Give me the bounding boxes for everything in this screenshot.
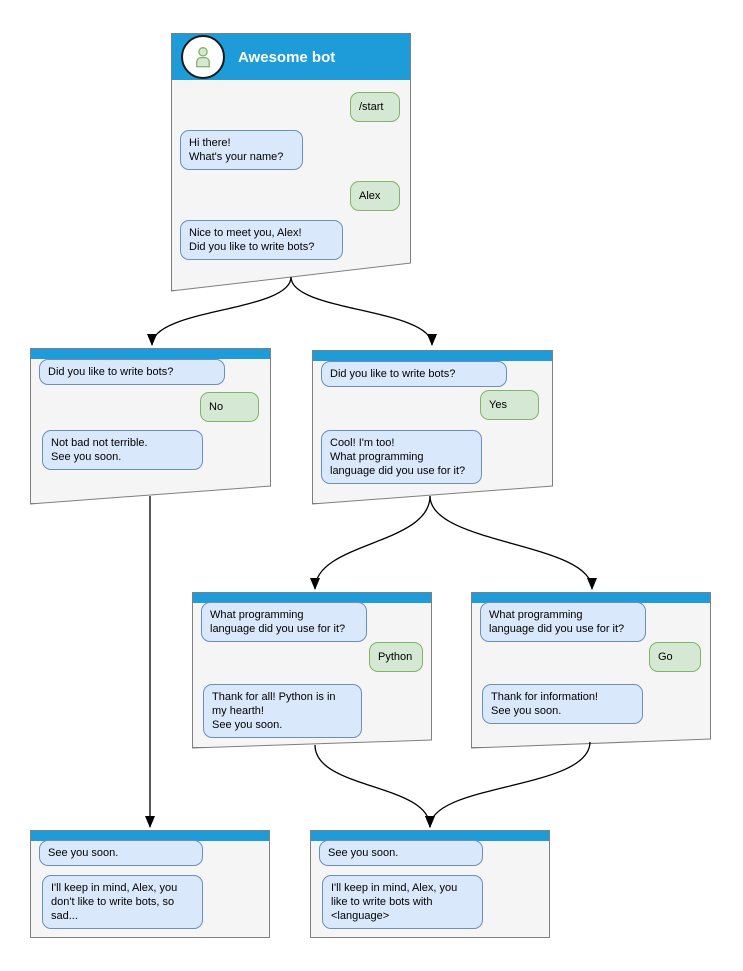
bot-message-question: Did you like to write bots? [39, 359, 225, 386]
chat-window-no-branch: Did you like to write bots? No Not bad n… [30, 348, 271, 504]
chat-window-titlebar [313, 351, 552, 361]
chat-window-titlebar [311, 831, 549, 841]
bot-message-summary: I'll keep in mind, Alex, you don't like … [42, 875, 203, 930]
chat-window-root: Awesome bot /start Hi there! What's your… [171, 33, 411, 291]
bot-title: Awesome bot [238, 48, 336, 66]
user-message-name: Alex [350, 181, 400, 212]
bot-message-farewell: See you soon. [39, 840, 203, 867]
chat-window-go-branch: What programming language did you use fo… [471, 592, 711, 748]
edge-yes-to-python [310, 495, 431, 590]
bot-message-greet: Hi there! What's your name? [180, 130, 303, 171]
user-message-python: Python [369, 642, 423, 673]
user-message-no: No [200, 392, 259, 423]
bot-message-reply: Thank for all! Python is in my hearth! S… [203, 684, 362, 739]
chat-window-yes-branch: Did you like to write bots? Yes Cool! I'… [312, 350, 553, 504]
user-message-yes: Yes [480, 390, 539, 421]
edge-go-to-end [425, 741, 591, 828]
chat-window-python-branch: What programming language did you use fo… [192, 592, 432, 748]
chat-window-titlebar [31, 831, 269, 841]
user-message-start: /start [350, 92, 400, 123]
bot-message-question: What programming language did you use fo… [480, 602, 646, 643]
bot-message-reply: Thank for information! See you soon. [482, 684, 643, 725]
bot-message-ask: Nice to meet you, Alex! Did you like to … [180, 220, 343, 261]
edge-yes-to-go [429, 495, 597, 590]
bot-message-question: What programming language did you use fo… [201, 602, 367, 643]
user-message-go: Go [649, 642, 701, 673]
edge-root-to-yes [290, 276, 437, 346]
person-icon [196, 47, 210, 68]
chat-window-end-no: See you soon. I'll keep in mind, Alex, y… [30, 830, 270, 938]
chat-window-titlebar [193, 593, 431, 603]
chat-window-end-yes: See you soon. I'll keep in mind, Alex, y… [310, 830, 550, 938]
bot-message-reply: Not bad not terrible. See you soon. [42, 430, 203, 471]
chat-window-header: Awesome bot [172, 34, 410, 80]
bot-message-question: Did you like to write bots? [321, 361, 507, 388]
avatar [181, 35, 225, 79]
bot-message-farewell: See you soon. [319, 840, 483, 867]
chat-window-titlebar [31, 349, 270, 359]
chat-window-titlebar [472, 593, 710, 603]
bot-message-reply: Cool! I'm too! What programming language… [321, 430, 482, 485]
bot-message-summary: I'll keep in mind, Alex, you like to wri… [322, 875, 483, 930]
edge-python-to-end [314, 744, 435, 828]
